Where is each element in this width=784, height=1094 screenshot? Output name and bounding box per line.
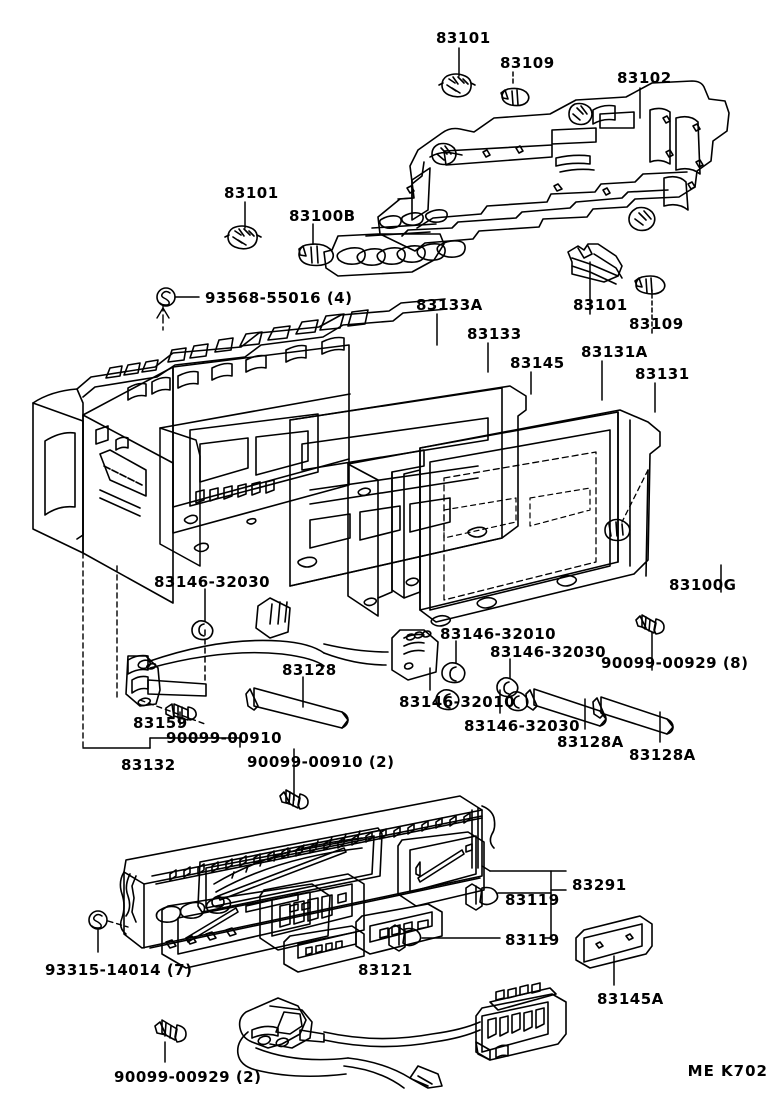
part-83128A-pin-right [592,696,674,735]
part-label-83131A: 83131A [581,343,648,361]
part-83291-meter-assembly [119,795,496,973]
part-label-83100B: 83100B [289,207,356,225]
part-label-83119-lower: 83119 [505,931,560,949]
part-label-93568-55016: 93568-55016 (4) [205,289,353,307]
part-label-83101-left: 83101 [224,184,279,202]
part-label-83119-upper: 83119 [505,891,560,909]
part-90099-00910-screw [165,703,197,721]
part-label-83109-top: 83109 [500,54,555,72]
bracket-83291 [421,870,567,939]
part-label-90099-00929-8: 90099-00929 (8) [601,654,749,672]
part-label-83145A: 83145A [597,990,664,1008]
part-83146-32010-grommet-a [441,662,466,684]
part-label-83291: 83291 [572,876,627,894]
part-83100B-bulb [298,243,335,267]
part-83146-32030-grommet-left [191,620,214,641]
part-83128-pin [245,687,349,729]
part-83159-bracket [125,654,207,707]
part-83131A-frame [347,449,425,617]
part-90099-00929-screw-8 [635,614,665,635]
part-label-83159: 83159 [133,714,188,732]
part-label-90099-00929-2: 90099-00929 (2) [114,1068,262,1086]
part-83119-socket-upper [465,883,499,911]
part-83133A-front-plate [159,393,351,567]
part-label-83146-32010-bot: 83146-32010 [399,693,516,711]
part-83101-socket-mid [567,243,623,285]
part-label-90099-00910: 90099-00910 [166,729,283,747]
part-83101-socket-left [224,225,262,250]
part-83133A-plate [323,209,466,277]
part-label-83121: 83121 [358,961,413,979]
part-83132-harness [149,597,439,681]
part-83109-bulb-top [500,87,530,107]
part-label-83133A: 83133A [416,296,483,314]
part-83145A-lens [575,915,653,969]
part-label-83146-32030-bot: 83146-32030 [464,717,581,735]
part-83133-cluster-case [32,298,448,604]
part-label-83131: 83131 [635,365,690,383]
part-label-93315-14014: 93315-14014 (7) [45,961,193,979]
part-90099-00910-2-screw [279,789,309,810]
part-83119-socket-lower [388,924,422,952]
part-label-83128A-left: 83128A [557,733,624,751]
diagram-code: ME K702 [687,1062,768,1080]
part-label-83128A-right: 83128A [629,746,696,764]
part-label-83128: 83128 [282,661,337,679]
part-83102-housing [377,80,730,252]
part-label-83109-mid: 83109 [629,315,684,333]
part-label-83146-32010-top: 83146-32010 [440,625,557,643]
part-83131-glass-lens [419,409,661,627]
part-83101-socket-top [438,73,476,98]
part-label-83146-32030-left: 83146-32030 [154,573,271,591]
part-label-83132: 83132 [121,756,176,774]
part-label-83133: 83133 [467,325,522,343]
part-90099-00929-2-screw [154,1019,187,1063]
part-83121-harness [236,982,567,1089]
part-83146-32010-grommet-b [435,689,460,711]
part-label-83145: 83145 [510,354,565,372]
part-label-83102: 83102 [617,69,672,87]
part-label-83101-top: 83101 [436,29,491,47]
part-label-83146-32030-top: 83146-32030 [490,643,607,661]
part-83145-lens-plate [289,385,527,587]
part-83109-bulb-mid [634,275,666,295]
part-83146-32030-grommet-b [506,691,529,712]
leader-lines-top [174,47,656,413]
part-label-90099-00910-2: 90099-00910 (2) [247,753,395,771]
part-label-83101-mid: 83101 [573,296,628,314]
symbol-s-circle-upper [156,287,176,307]
symbol-s-circle-lower [88,910,108,930]
part-83146-32030-grommet-a [496,677,519,698]
part-label-83100G: 83100G [669,576,737,594]
